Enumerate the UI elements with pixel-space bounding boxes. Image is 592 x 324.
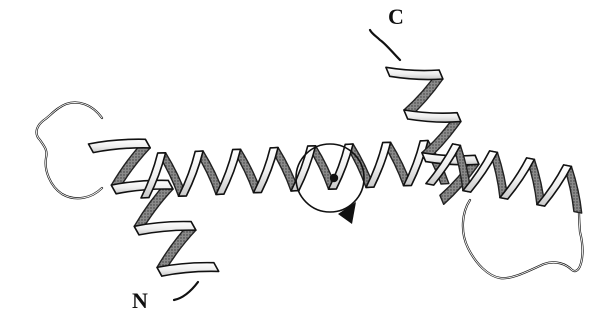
n-terminus-label: N	[132, 288, 148, 313]
c-terminus-label: C	[388, 4, 404, 29]
helix-front-segment	[216, 149, 241, 194]
n-terminal-tail	[174, 282, 198, 300]
helix-front-segment	[404, 110, 461, 122]
helix-front-segment	[404, 141, 429, 186]
rotation-arrowhead-icon	[338, 202, 356, 224]
helix-front-segment	[366, 142, 391, 187]
helix-central	[141, 141, 449, 199]
helix-right	[426, 144, 582, 213]
helix-front-segment	[386, 67, 443, 79]
helix-front-segment	[254, 148, 279, 193]
helix-front-segment	[291, 146, 316, 191]
c-terminal-tail	[370, 30, 400, 60]
helix-ribbons	[89, 67, 582, 276]
helix-front-segment	[179, 151, 204, 196]
right-loop-inner	[463, 186, 583, 278]
rotation-axis-dot-icon	[330, 174, 338, 182]
